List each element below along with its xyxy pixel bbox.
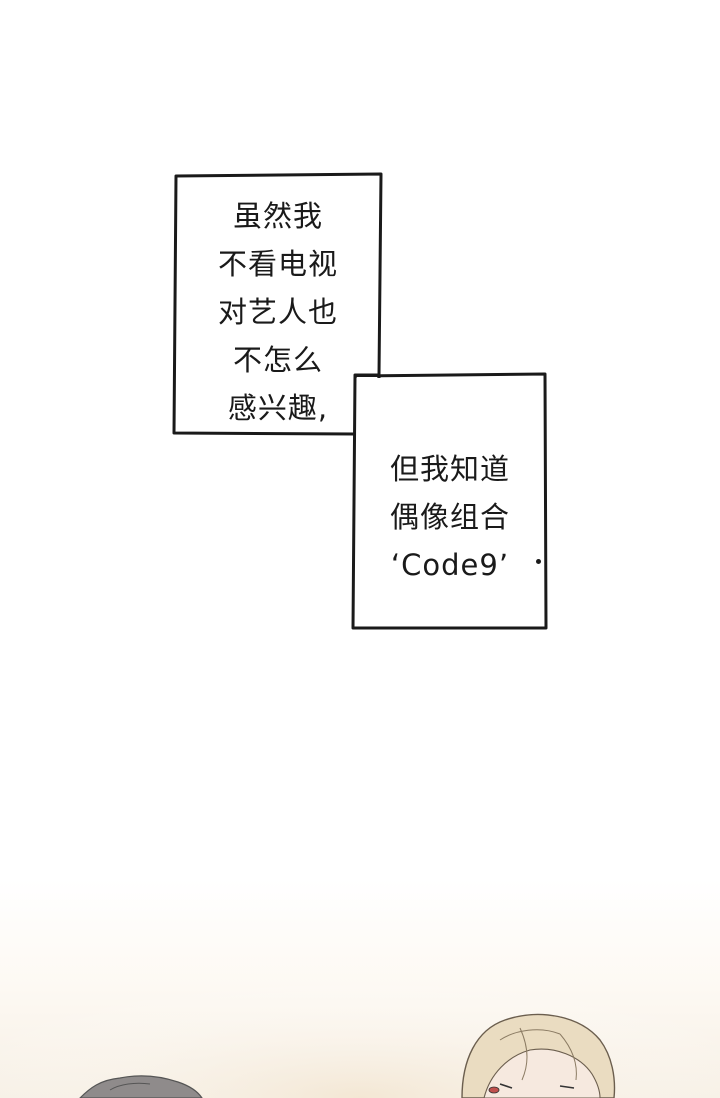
caption-1-line-3: 对艺人也	[217, 295, 338, 329]
caption-2-line-2: 偶像组合	[389, 500, 510, 534]
caption-1-line-5: 感兴趣,	[227, 391, 329, 425]
caption-1-line-4: 不怎么	[232, 343, 323, 377]
caption-text-2: 但我知道 偶像组合 ‘Code9’	[357, 445, 543, 589]
caption-box-2-border	[351, 372, 548, 630]
character-dark-hair	[79, 1075, 203, 1098]
caption-1-line-2: 不看电视	[217, 247, 338, 281]
character-blond-hair	[461, 1013, 616, 1098]
caption-2-line-3: ‘Code9’	[390, 548, 510, 582]
period-dot	[536, 559, 541, 564]
eye	[488, 1086, 500, 1094]
caption-2-line-1: 但我知道	[389, 452, 510, 486]
caption-text-1: 虽然我 不看电视 对艺人也 不怎么 感兴趣,	[178, 192, 378, 432]
caption-1-line-1: 虽然我	[232, 199, 323, 233]
